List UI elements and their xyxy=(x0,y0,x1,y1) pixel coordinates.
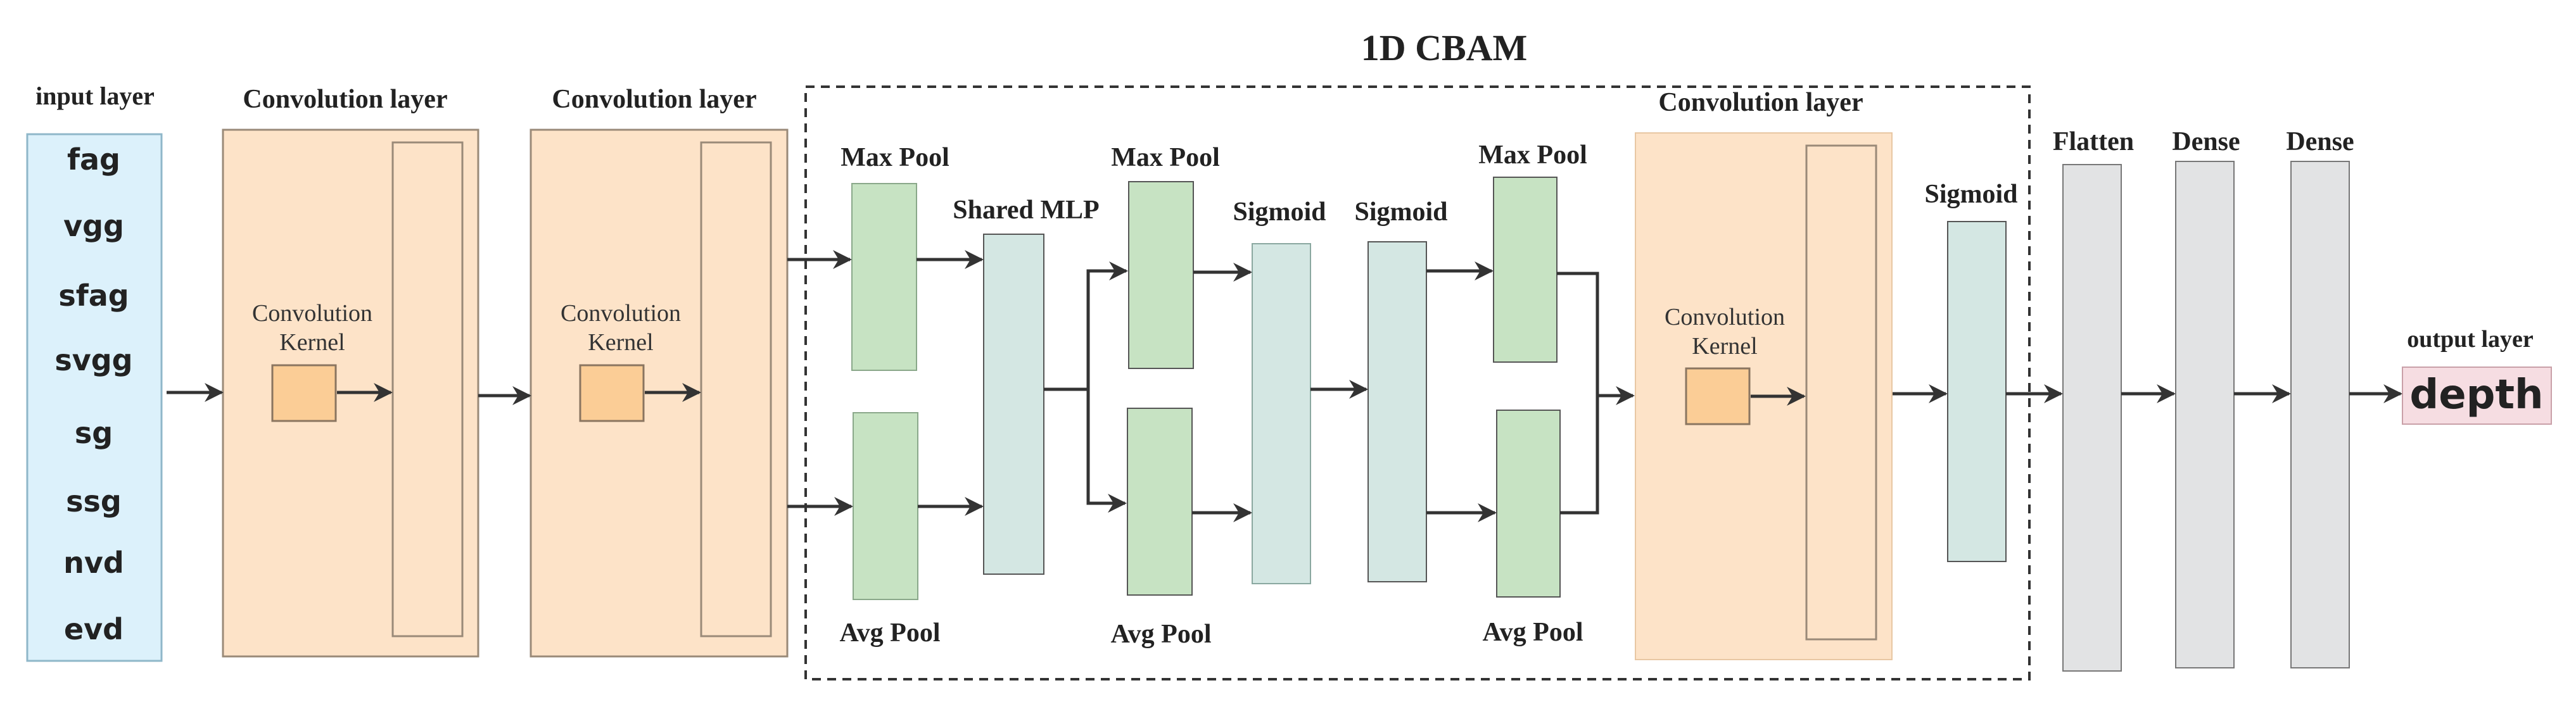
feature-4: sg xyxy=(75,416,113,450)
max-pool-label-1: Max Pool xyxy=(841,143,949,172)
input-features: fag vgg sfag svgg sg ssg nvd evd xyxy=(54,142,132,646)
sigmoid-label-3: Sigmoid xyxy=(1924,180,2017,209)
conv1-kernel-label-line1: Convolution xyxy=(252,300,372,327)
connector-avgpool3-merge xyxy=(1560,396,1599,515)
avg-pool-3 xyxy=(1496,410,1561,598)
feature-1: vgg xyxy=(63,209,124,243)
avg-pool-label-1: Avg Pool xyxy=(839,618,940,648)
feature-3: svgg xyxy=(54,343,132,377)
cbam-conv-kernel-label-line2: Kernel xyxy=(1692,333,1757,360)
conv1-kernel-label-line2: Kernel xyxy=(279,329,345,356)
shared-mlp xyxy=(983,234,1044,575)
avg-pool-1 xyxy=(853,412,918,600)
input-layer-box xyxy=(26,133,163,662)
feature-6: nvd xyxy=(63,546,124,580)
conv2-feature-map xyxy=(700,141,772,637)
max-pool-2 xyxy=(1128,181,1194,369)
conv1-feature-map xyxy=(391,141,464,637)
dense-2-label: Dense xyxy=(2286,127,2354,156)
conv2-kernel xyxy=(579,364,645,422)
conv2-kernel-label-line2: Kernel xyxy=(588,329,653,356)
flatten-layer xyxy=(2062,164,2122,672)
shared-mlp-label: Shared MLP xyxy=(953,196,1099,225)
max-pool-label-2: Max Pool xyxy=(1111,143,1219,172)
output-layer-label: output layer xyxy=(2407,326,2534,353)
conv1-label: Convolution layer xyxy=(243,85,447,114)
conv1-kernel xyxy=(271,364,337,422)
cbam-conv-kernel xyxy=(1685,367,1751,425)
diagram-title: 1D CBAM xyxy=(1361,27,1528,68)
cbam-conv-label: Convolution layer xyxy=(1658,88,1863,117)
output-value: depth xyxy=(2409,372,2543,418)
flatten-label: Flatten xyxy=(2053,127,2134,156)
sigmoid-label-2: Sigmoid xyxy=(1354,197,1447,227)
avg-pool-label-3: Avg Pool xyxy=(1482,618,1583,647)
cbam-conv-kernel-label-line1: Convolution xyxy=(1665,304,1785,330)
connector-maxpool3-merge xyxy=(1557,272,1599,396)
sigmoid-label-1: Sigmoid xyxy=(1233,197,1326,227)
sigmoid-2 xyxy=(1367,241,1427,582)
max-pool-1 xyxy=(851,183,917,371)
feature-2: sfag xyxy=(58,279,129,313)
conv2-kernel-label-line1: Convolution xyxy=(561,300,681,327)
feature-7: evd xyxy=(64,612,124,646)
avg-pool-label-2: Avg Pool xyxy=(1110,620,1211,649)
input-layer-label: input layer xyxy=(35,82,155,110)
avg-pool-2 xyxy=(1127,408,1193,596)
arrow-mlp-to-maxpool2 xyxy=(1086,261,1128,389)
arrow-mlp-to-avgpool2 xyxy=(1086,389,1127,513)
sigmoid-3 xyxy=(1947,221,2007,562)
max-pool-label-3: Max Pool xyxy=(1478,141,1587,170)
cbam-border xyxy=(804,85,2031,680)
dense-layer-2 xyxy=(2290,161,2350,668)
feature-0: fag xyxy=(67,142,120,177)
output-layer-box xyxy=(2402,367,2552,425)
sigmoid-1 xyxy=(1252,243,1311,584)
max-pool-3 xyxy=(1493,177,1558,363)
connectors xyxy=(167,250,2402,522)
cbam-conv-feature-map xyxy=(1805,144,1877,641)
dense-1-label: Dense xyxy=(2172,127,2240,156)
dense-layer-1 xyxy=(2175,161,2235,668)
feature-5: ssg xyxy=(66,484,122,518)
conv2-label: Convolution layer xyxy=(552,85,756,114)
